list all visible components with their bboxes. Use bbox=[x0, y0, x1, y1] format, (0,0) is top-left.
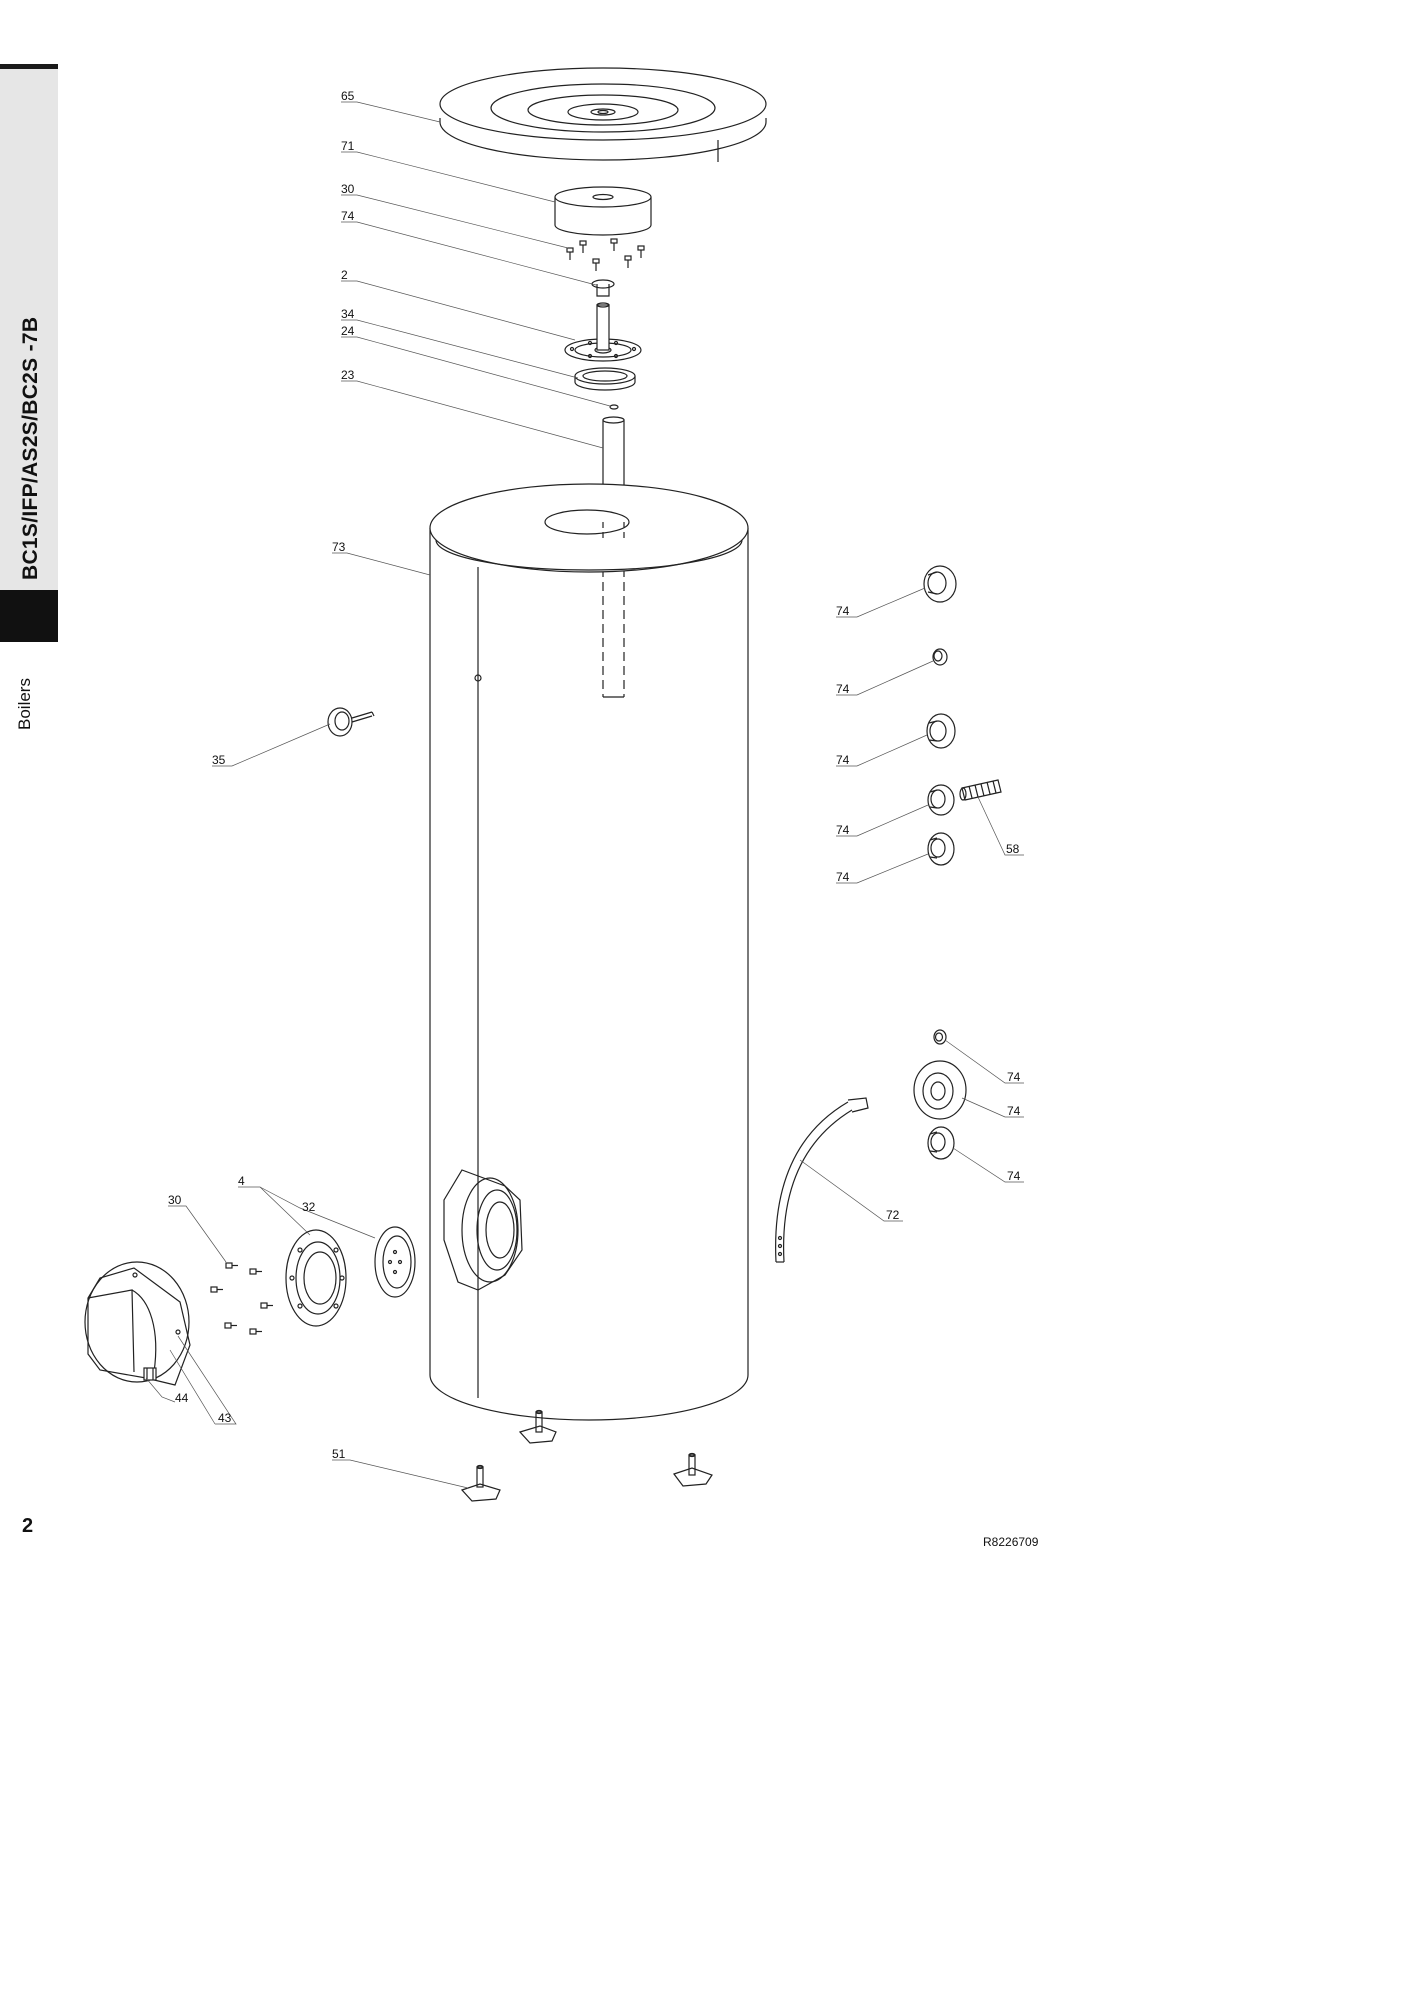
label-74-r5: 74 bbox=[836, 870, 850, 884]
leader-lines bbox=[145, 101, 1024, 1489]
foot-part-1 bbox=[518, 1409, 557, 1444]
label-74-r8: 74 bbox=[1007, 1169, 1021, 1183]
insulation-puck-part bbox=[554, 186, 652, 236]
fitting-74-b bbox=[932, 648, 948, 666]
tank-body-part bbox=[429, 483, 749, 1421]
label-35: 35 bbox=[212, 753, 226, 767]
thermometer-part bbox=[327, 707, 375, 737]
gasket-ring-part bbox=[574, 367, 636, 391]
label-65: 65 bbox=[341, 89, 355, 103]
label-44: 44 bbox=[175, 1391, 189, 1405]
fitting-74-f bbox=[933, 1029, 947, 1045]
sidebar-band bbox=[0, 66, 58, 642]
screw-set-top bbox=[566, 238, 645, 271]
label-73: 73 bbox=[332, 540, 346, 554]
label-2: 2 bbox=[341, 268, 348, 282]
label-74-r7: 74 bbox=[1007, 1104, 1021, 1118]
label-58: 58 bbox=[1006, 842, 1020, 856]
washer-small bbox=[609, 404, 619, 410]
reference-code: R8226709 bbox=[983, 1535, 1039, 1549]
fitting-74-e bbox=[927, 832, 955, 866]
top-cover-part bbox=[439, 67, 767, 162]
fitting-74-h bbox=[927, 1126, 955, 1160]
sleeve-part-top bbox=[591, 279, 615, 297]
label-74-r6: 74 bbox=[1007, 1070, 1021, 1084]
exploded-view-drawing: 65 71 30 74 2 34 24 23 73 35 74 74 74 74… bbox=[84, 67, 1024, 1502]
sidebar-marker-block bbox=[0, 590, 58, 642]
label-43: 43 bbox=[218, 1411, 232, 1425]
sidebar-top-bar bbox=[0, 64, 58, 69]
fitting-74-g bbox=[913, 1060, 967, 1120]
screw-set-bottom bbox=[210, 1262, 273, 1335]
label-23: 23 bbox=[341, 368, 355, 382]
label-74-r1: 74 bbox=[836, 604, 850, 618]
label-72: 72 bbox=[886, 1208, 900, 1222]
fitting-74-c bbox=[926, 713, 956, 749]
label-32: 32 bbox=[302, 1200, 316, 1214]
label-30-bottom: 30 bbox=[168, 1193, 182, 1207]
label-71: 71 bbox=[341, 139, 355, 153]
foot-part-3 bbox=[460, 1464, 501, 1502]
label-74-r3: 74 bbox=[836, 753, 850, 767]
label-34: 34 bbox=[341, 307, 355, 321]
part-labels: 65 71 30 74 2 34 24 23 73 35 74 74 74 74… bbox=[168, 89, 1021, 1461]
label-74-r4: 74 bbox=[836, 823, 850, 837]
cover-plate-part bbox=[374, 1226, 416, 1298]
fitting-74-d bbox=[927, 784, 955, 816]
label-4: 4 bbox=[238, 1174, 245, 1188]
fitting-74-a bbox=[923, 565, 957, 603]
label-74-r2: 74 bbox=[836, 682, 850, 696]
thermostat-knob-part bbox=[143, 1367, 157, 1381]
plug-part-58 bbox=[959, 779, 1002, 801]
label-74-top: 74 bbox=[341, 209, 355, 223]
heating-flange-part bbox=[285, 1229, 347, 1327]
front-cover-part bbox=[84, 1261, 191, 1386]
foot-part-2 bbox=[673, 1452, 713, 1487]
label-24: 24 bbox=[341, 324, 355, 338]
flange-assembly-part bbox=[564, 302, 642, 362]
page-number: 2 bbox=[22, 1515, 34, 1537]
label-51: 51 bbox=[332, 1447, 346, 1461]
flexible-tube-part bbox=[775, 1097, 869, 1263]
label-30-top: 30 bbox=[341, 182, 355, 196]
